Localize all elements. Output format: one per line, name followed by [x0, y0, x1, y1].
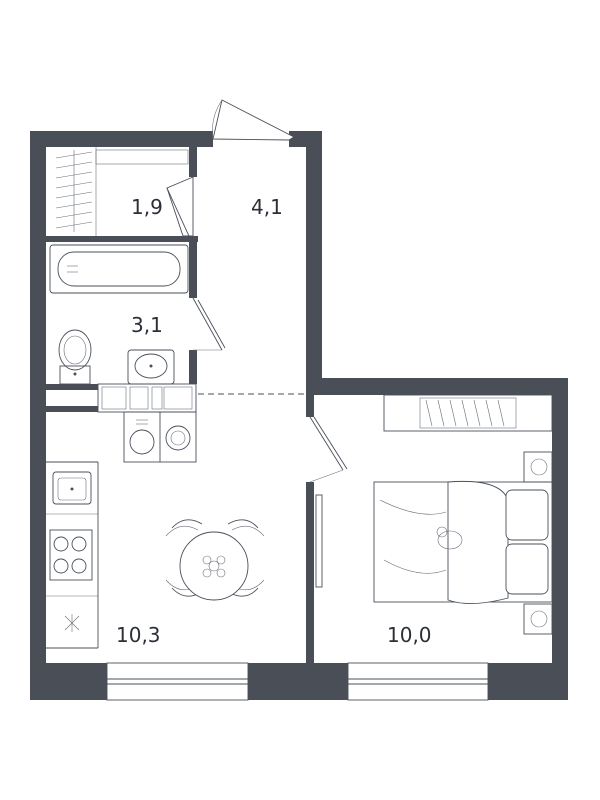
bed	[373, 480, 553, 604]
dining-table	[165, 519, 265, 601]
window-kitchen	[106, 662, 249, 701]
room-area-kitchen-living: 10,3	[116, 623, 161, 647]
room-area-storage: 1,9	[131, 195, 163, 219]
nightstand-top	[523, 451, 553, 483]
bedroom-wardrobe	[383, 394, 553, 432]
cooktop	[49, 529, 93, 581]
cabinet-row	[97, 383, 197, 413]
fridge-snowflake-icon	[64, 614, 80, 632]
entrance-door	[212, 99, 295, 141]
bathtub	[49, 244, 189, 294]
toilet	[58, 329, 92, 385]
bathroom-door	[192, 297, 226, 351]
room-area-hall: 4,1	[251, 195, 283, 219]
bedroom-door	[309, 416, 348, 483]
storage-door	[166, 176, 194, 237]
storage-wardrobe	[55, 147, 189, 236]
cat-icon	[436, 526, 463, 550]
flower-vase-icon	[202, 555, 226, 578]
washbasin	[127, 349, 175, 385]
kitchen-counter	[46, 461, 99, 649]
wall-mirror	[315, 494, 323, 588]
window-bedroom	[347, 662, 489, 701]
exterior-walls	[30, 131, 568, 700]
interior-walls	[46, 147, 314, 663]
room-area-bathroom: 3,1	[131, 313, 163, 337]
nightstand-bottom	[523, 603, 553, 635]
room-area-bedroom: 10,0	[387, 623, 432, 647]
kitchen-sink	[52, 471, 92, 505]
washing-machines	[123, 411, 197, 463]
